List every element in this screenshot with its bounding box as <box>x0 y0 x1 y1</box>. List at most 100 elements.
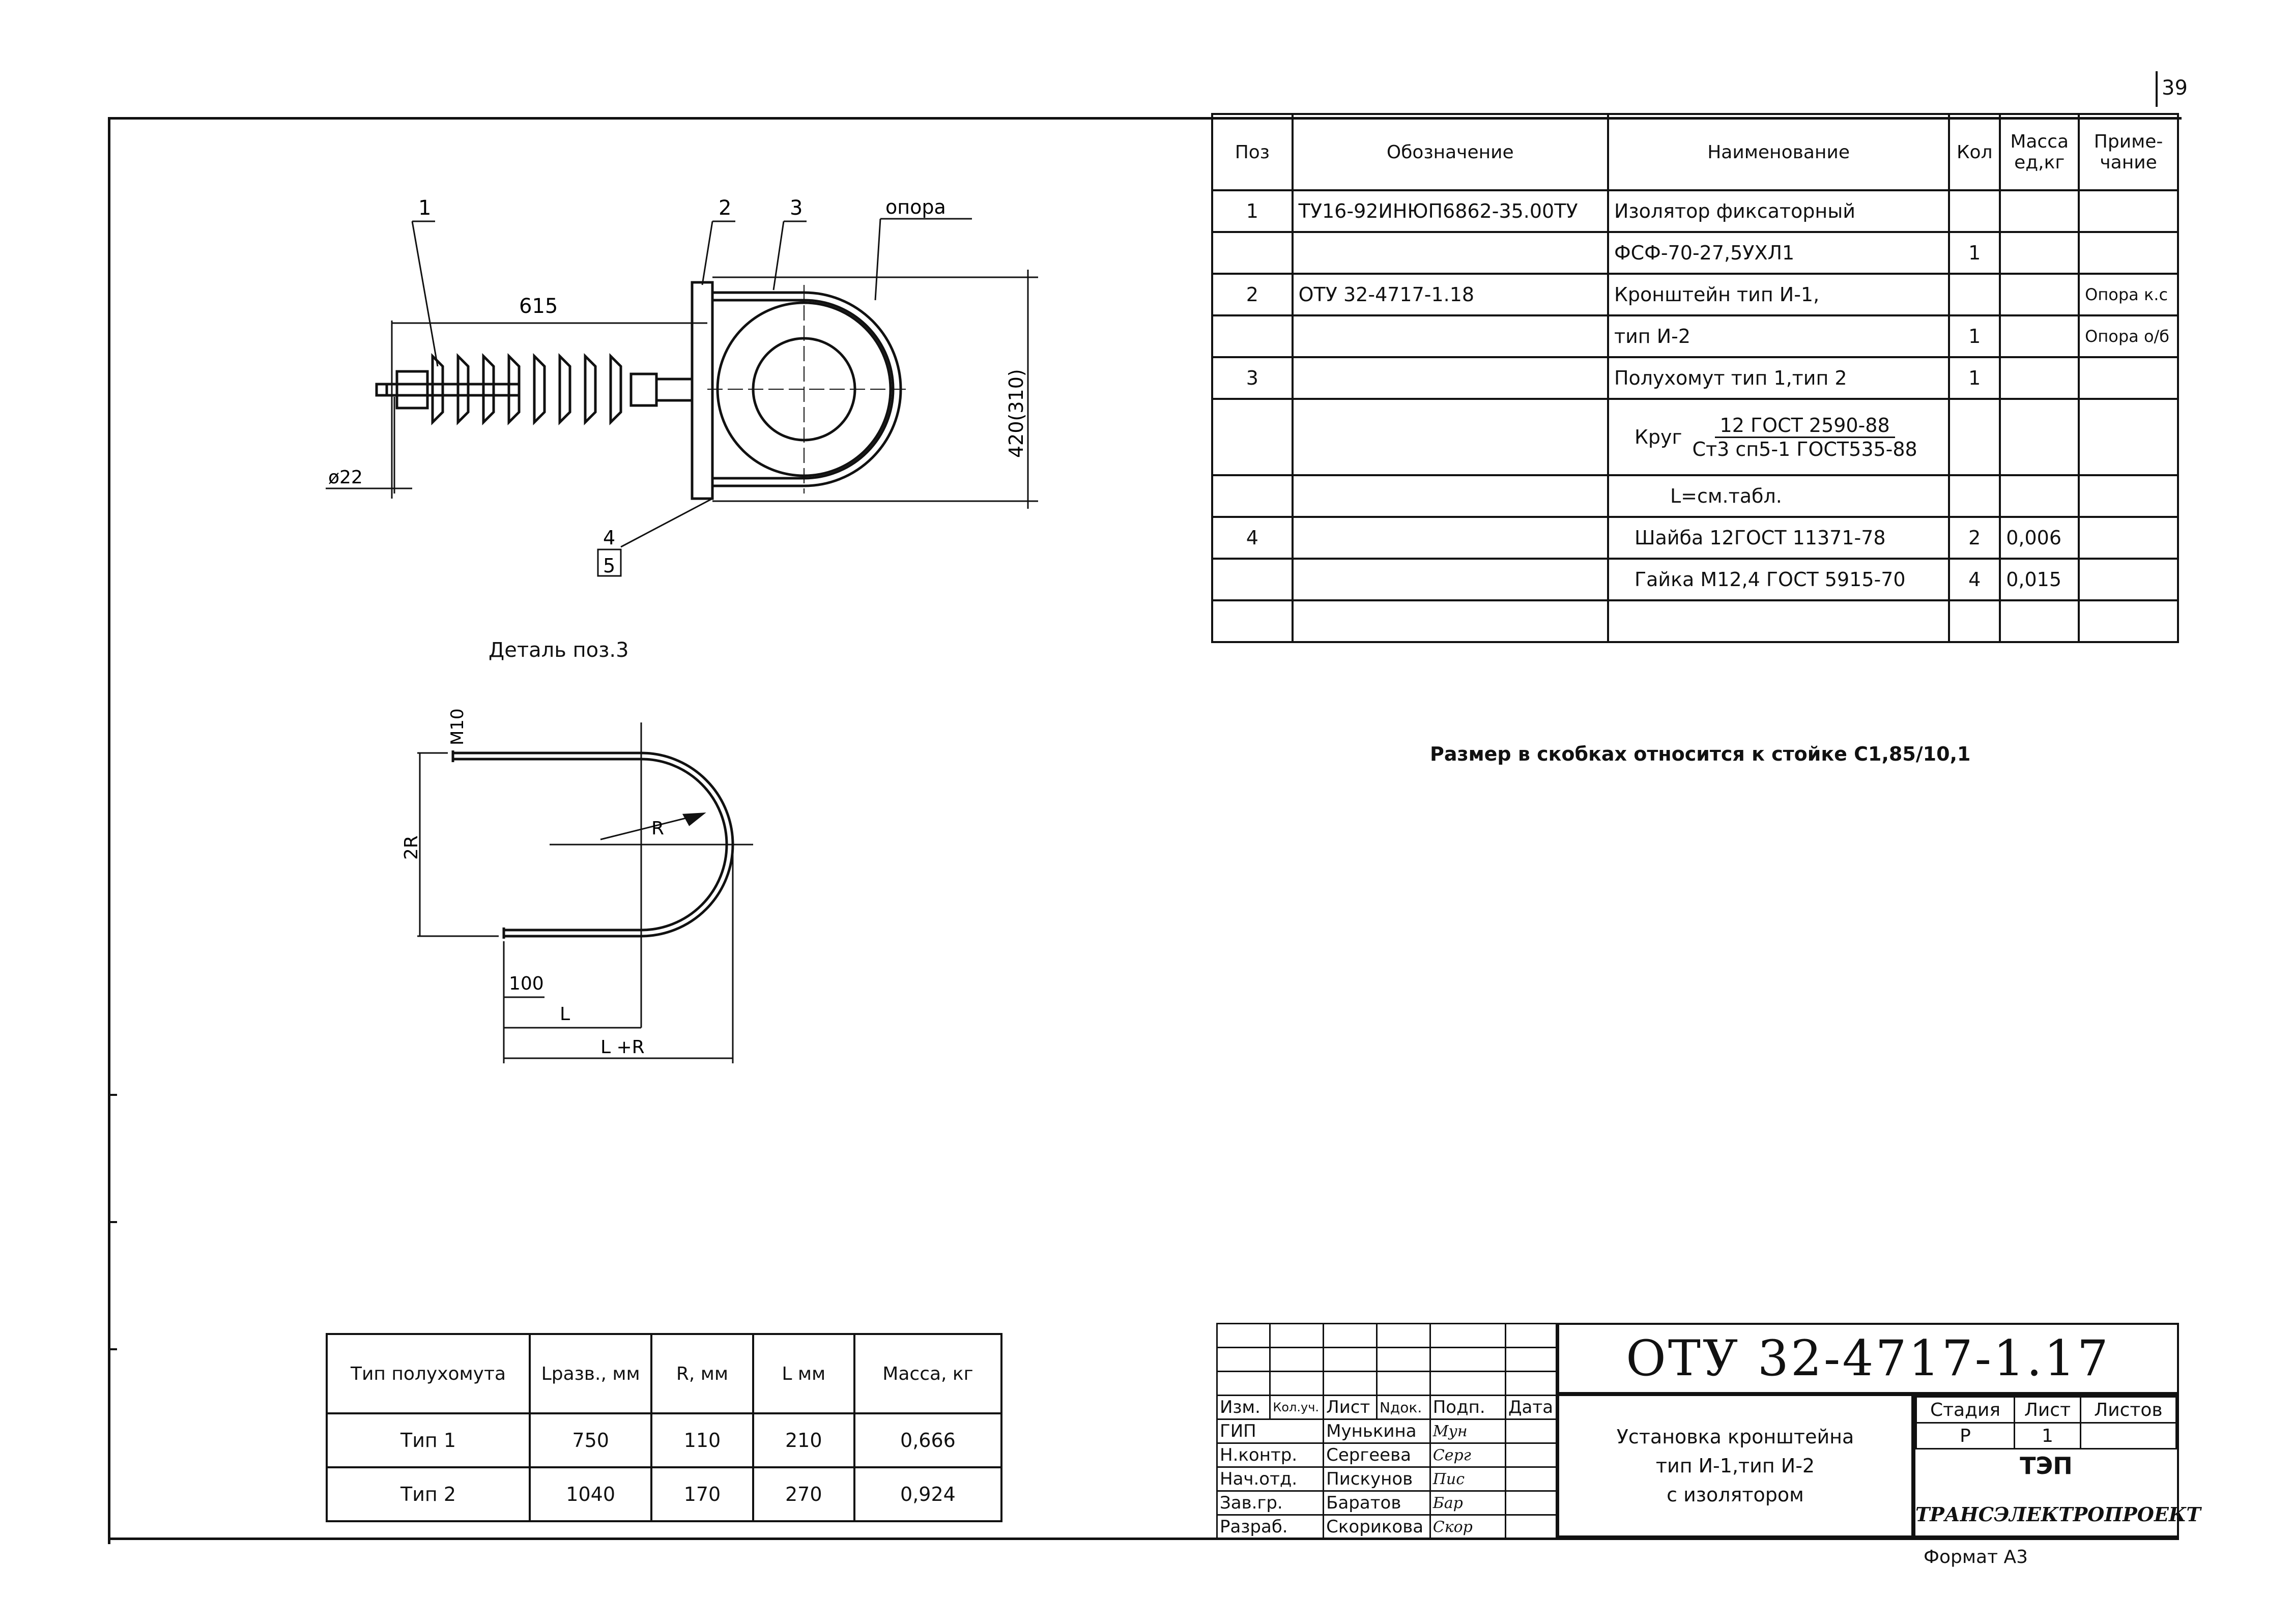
spec-header-row: Поз Обозначение Наименование Кол Масса е… <box>1211 113 2179 191</box>
bracket-plate <box>691 281 714 500</box>
callout-5: 5 <box>603 555 615 577</box>
types-cell: 110 <box>650 1412 754 1468</box>
drawing-frame <box>108 117 2182 1544</box>
dim-height: 420(310) <box>1005 369 1027 458</box>
spec-pos <box>1211 231 1294 275</box>
half-clamp-types-table: Тип полухомута Lразв., мм R, мм L мм Мас… <box>326 1333 1003 1522</box>
stamp-person: Сергеева <box>1323 1442 1431 1468</box>
spec-pos: 3 <box>1211 356 1294 400</box>
spec-pos: 2 <box>1211 273 1294 316</box>
stamp-signature: Мун <box>1429 1418 1506 1444</box>
types-cell: 270 <box>752 1466 855 1522</box>
stamp-sheet: 1 <box>2014 1422 2081 1449</box>
spec-name: Шайба 12ГОСТ 11371-78 <box>1607 516 1951 560</box>
table-row: 3 Полухомут тип 1,тип 2 1 <box>1211 356 2179 400</box>
spec-name: Изолятор фиксаторный <box>1607 189 1951 233</box>
krug-label: Круг <box>1634 426 1682 448</box>
page-number-mark <box>2156 71 2158 107</box>
spec-mass: 0,006 <box>1999 516 2080 560</box>
stamp-person: Баратов <box>1323 1490 1431 1516</box>
document-title: Установка кронштейна тип И-1,тип И-2 с и… <box>1557 1394 1913 1538</box>
insulator-cap-left <box>395 370 429 410</box>
spec-code <box>1291 558 1609 601</box>
table-row: L=см.табл. <box>1211 474 2179 518</box>
stamp-signature: Бар <box>1429 1490 1506 1516</box>
spec-mass <box>1999 314 2080 358</box>
sheet-format: Формат А3 <box>1924 1547 2028 1568</box>
krug-denominator: Ст3 сп5-1 ГОСТ535-88 <box>1692 438 1917 460</box>
insulator-rod-end <box>375 383 388 397</box>
spec-code: ТУ16-92ИНЮП6862-35.00ТУ <box>1291 189 1609 233</box>
stamp-stage: Р <box>1915 1422 2016 1449</box>
document-code: ОТУ 32-4717-1.17 <box>1557 1323 2179 1394</box>
spec-note <box>2078 516 2179 560</box>
types-cell: 750 <box>528 1412 653 1468</box>
stamp-col-doc: Nдок. <box>1375 1395 1431 1420</box>
stamp-col-count: Кол.уч. <box>1269 1395 1325 1420</box>
stamp-col-change: Изм. <box>1216 1395 1271 1420</box>
stamp-person: Скорикова <box>1323 1514 1431 1540</box>
stamp-sheet-header: Лист <box>2014 1396 2081 1424</box>
document-title-line: Установка кронштейна <box>1616 1425 1854 1448</box>
spec-name: тип И-2 <box>1607 314 1951 358</box>
spec-qty <box>1948 189 2001 233</box>
assembly-drawing: 1 2 3 опора 615 420(310) ø22 4 5 <box>326 196 1038 577</box>
table-row: Тип 2 1040 170 270 0,924 <box>326 1466 1003 1522</box>
types-header-row: Тип полухомута Lразв., мм R, мм L мм Мас… <box>326 1333 1003 1414</box>
callout-2: 2 <box>719 196 731 220</box>
specification-table: Поз Обозначение Наименование Кол Масса е… <box>1211 113 2179 643</box>
spec-qty: 4 <box>1948 558 2001 601</box>
page-number: 39 <box>2162 76 2188 100</box>
spec-header-mass: Масса ед,кг <box>1999 113 2080 191</box>
table-row: тип И-2 1 Опора о/б <box>1211 314 2179 358</box>
stamp-role-row: ГИП Мунькина Мун <box>1216 1418 1558 1444</box>
spec-header-note: Приме- чание <box>2078 113 2179 191</box>
types-cell: Тип 2 <box>326 1466 531 1522</box>
table-row: 4 Шайба 12ГОСТ 11371-78 2 0,006 <box>1211 516 2179 560</box>
detail-title: Деталь поз.3 <box>489 639 629 662</box>
stamp-col-sign: Подп. <box>1429 1395 1506 1420</box>
detail-drawing: M10 2R R 100 L L +R <box>401 708 753 1063</box>
frame-bottom-line <box>108 1538 2179 1540</box>
callout-3: 3 <box>790 196 802 220</box>
spec-header-code: Обозначение <box>1291 113 1609 191</box>
spec-mass <box>1999 273 2080 316</box>
types-cell: 0,666 <box>853 1412 1003 1468</box>
spec-note: Опора о/б <box>2078 314 2179 358</box>
spec-header-name: Наименование <box>1607 113 1951 191</box>
types-header-L: L мм <box>752 1333 855 1414</box>
spec-mass <box>1999 231 2080 275</box>
stamp-col-date: Дата <box>1504 1395 1558 1420</box>
stamp-role: Разраб. <box>1216 1514 1325 1540</box>
spec-code <box>1291 356 1609 400</box>
spec-note: Опора к.с <box>2078 273 2179 316</box>
detail-dim-100: 100 <box>509 973 544 994</box>
detail-dim-L: L <box>560 1004 570 1025</box>
stamp-sheets-header: Листов <box>2079 1396 2177 1424</box>
spec-note <box>2078 356 2179 400</box>
spec-pos <box>1211 558 1294 601</box>
spec-krug: Круг 12 ГОСТ 2590-88 Ст3 сп5-1 ГОСТ535-8… <box>1635 414 1943 460</box>
table-row: Тип 1 750 110 210 0,666 <box>326 1412 1003 1468</box>
stamp-signature: Скор <box>1429 1514 1506 1540</box>
spec-code: ОТУ 32-4717-1.18 <box>1291 273 1609 316</box>
stamp-role-row: Н.контр. Сергеева Серг <box>1216 1442 1558 1468</box>
types-cell: 1040 <box>528 1466 653 1522</box>
stamp-sheet-info: Стадия Лист Листов Р 1 ТЭП ТРАНСЭЛЕКТРОП… <box>1913 1394 2201 1538</box>
types-header-length: Lразв., мм <box>528 1333 653 1414</box>
types-header-mass: Масса, кг <box>853 1333 1003 1414</box>
title-block: Изм. Кол.уч. Лист Nдок. Подп. Дата ГИП М… <box>1216 1323 2201 1540</box>
spec-qty: 1 <box>1948 314 2001 358</box>
spec-mass <box>1999 356 2080 400</box>
document-title-line: тип И-1,тип И-2 <box>1655 1454 1815 1477</box>
detail-height-label: 2R <box>401 835 422 860</box>
stamp-role-row: Зав.гр. Баратов Бар <box>1216 1490 1558 1516</box>
frame-tick <box>108 1221 117 1223</box>
spec-header-qty: Кол <box>1948 113 2001 191</box>
spec-qty: 1 <box>1948 231 2001 275</box>
organization-name: ТРАНСЭЛЕКТРОПРОЕКТ <box>1915 1503 2201 1526</box>
callout-1: 1 <box>418 196 431 220</box>
spec-pos: 4 <box>1211 516 1294 560</box>
table-row: 2 ОТУ 32-4717-1.18 Кронштейн тип И-1, Оп… <box>1211 273 2179 316</box>
insulator-fitting <box>655 378 694 402</box>
